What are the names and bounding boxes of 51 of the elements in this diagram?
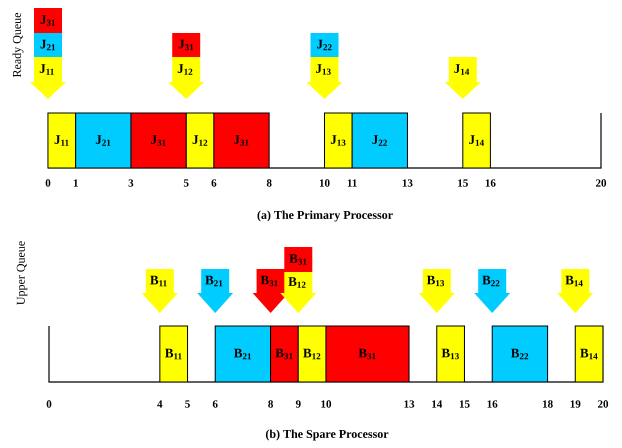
execution-block: J$_{11}$ — [47, 112, 76, 168]
execution-block: B$_{21}$ — [214, 326, 272, 382]
execution-block: J$_{14}$ — [462, 112, 491, 168]
axis-label: Ready Queue — [12, 12, 24, 78]
execution-block: J$_{13}$ — [324, 112, 353, 168]
tick-label: 20 — [596, 179, 606, 187]
execution-block: B$_{11}$ — [159, 326, 188, 382]
execution-block: B$_{14}$ — [574, 326, 604, 382]
tick-label: 10 — [321, 400, 332, 408]
tick-label: 16 — [486, 179, 496, 187]
execution-block: B$_{31}$ — [270, 326, 299, 382]
execution-block: B$_{22}$ — [492, 326, 548, 382]
tick-label: 10 — [320, 179, 330, 187]
caption: (a) The Primary Processor — [258, 210, 393, 222]
caption: (b) The Spare Processor — [266, 430, 388, 440]
tick-label: 9 — [296, 400, 301, 408]
tick-label: 6 — [212, 179, 216, 187]
execution-block: J$_{12}$ — [186, 112, 214, 168]
tick-label: 1 — [74, 179, 78, 187]
execution-block: J$_{22}$ — [352, 112, 408, 168]
tick-label: 16 — [488, 400, 498, 408]
execution-block: J$_{31}$ — [213, 112, 270, 168]
tick-label: 13 — [404, 400, 414, 408]
tick-label: 5 — [185, 400, 190, 408]
tick-label: 8 — [266, 179, 272, 187]
tick-label: 15 — [460, 400, 470, 408]
queue-box: J$_{22}$ — [310, 33, 338, 57]
tick-label: 3 — [128, 179, 134, 187]
axis-label: Upper Queue — [16, 241, 28, 305]
tick-label: 19 — [570, 400, 580, 408]
tick-label: 6 — [212, 400, 218, 408]
tick-label: 14 — [432, 400, 442, 408]
execution-block: B$_{31}$ — [325, 326, 410, 382]
tick-label: 18 — [542, 400, 553, 408]
tick-label: 0 — [46, 179, 50, 187]
tick-label: 13 — [402, 179, 413, 187]
queue-box: J$_{31}$ — [34, 8, 62, 33]
tick-label: 5 — [184, 179, 189, 187]
tick-label: 0 — [46, 400, 52, 408]
execution-block: B$_{13}$ — [436, 326, 465, 382]
tick-label: 20 — [598, 400, 608, 408]
execution-block: B$_{12}$ — [298, 326, 326, 382]
execution-block: J$_{21}$ — [75, 112, 132, 168]
tick-label: 8 — [268, 400, 273, 408]
tick-label: 4 — [157, 400, 162, 408]
tick-label: 15 — [458, 179, 468, 187]
queue-box: B$_{31}$ — [284, 247, 312, 272]
tick-label: 11 — [348, 179, 357, 187]
queue-box: J$_{21}$ — [34, 33, 62, 57]
queue-box: J$_{31}$ — [172, 33, 200, 57]
execution-block: J$_{31}$ — [130, 112, 187, 168]
